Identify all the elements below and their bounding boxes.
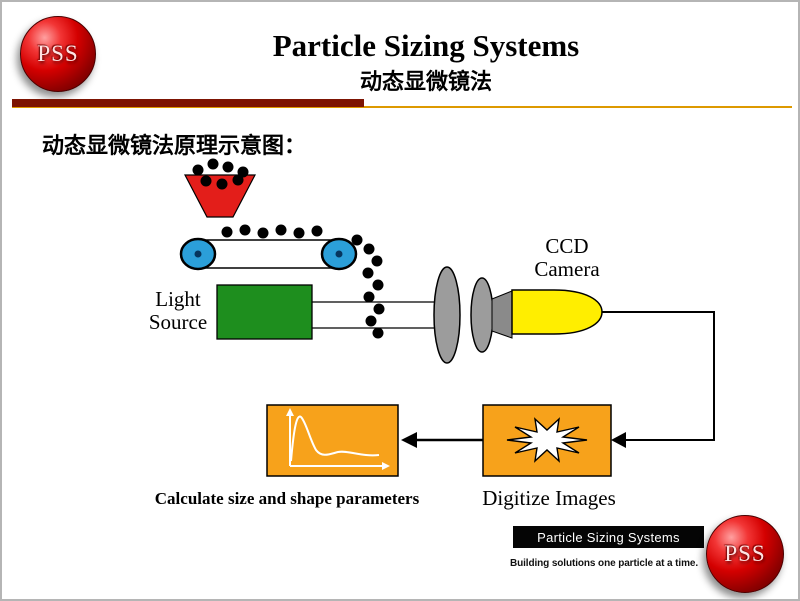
pss-logo-bottom: PSS bbox=[706, 515, 784, 593]
brand-tagline: Building solutions one particle at a tim… bbox=[509, 558, 699, 569]
divider-maroon-bar bbox=[12, 99, 364, 107]
digitize-images-box bbox=[482, 404, 612, 477]
calculate-box bbox=[266, 404, 399, 477]
starburst-icon bbox=[506, 417, 588, 463]
light-source-label: Light Source bbox=[148, 287, 208, 335]
camera-to-digitize-connector bbox=[602, 311, 715, 448]
distribution-curve-icon bbox=[286, 408, 390, 470]
diagram-heading: 动态显微镜法原理示意图： bbox=[42, 133, 307, 158]
slide-title: Particle Sizing Systems bbox=[272, 28, 580, 63]
pss-logo-bottom-text: PSS bbox=[724, 541, 766, 566]
light-source-icon bbox=[216, 284, 434, 340]
conveyor-belt-icon bbox=[179, 224, 358, 271]
lens-icons bbox=[433, 266, 513, 364]
digitize-images-label: Digitize Images bbox=[482, 486, 616, 510]
pss-logo-top: PSS bbox=[20, 16, 96, 92]
falling-particles-icon bbox=[351, 234, 385, 339]
digitize-to-calculate-arrow bbox=[401, 432, 483, 448]
brand-bar-text: Particle Sizing Systems bbox=[537, 529, 680, 545]
calculate-label: Calculate size and shape parameters bbox=[154, 489, 420, 508]
divider-orange-line bbox=[12, 106, 792, 108]
brand-bar: Particle Sizing Systems bbox=[513, 526, 704, 548]
ccd-camera-label: CCD Camera bbox=[534, 234, 600, 282]
hopper-icon bbox=[184, 158, 256, 218]
ccd-camera-icon bbox=[511, 289, 603, 335]
slide-subtitle: 动态显微镜法 bbox=[359, 69, 492, 94]
pss-logo-top-text: PSS bbox=[37, 41, 79, 66]
